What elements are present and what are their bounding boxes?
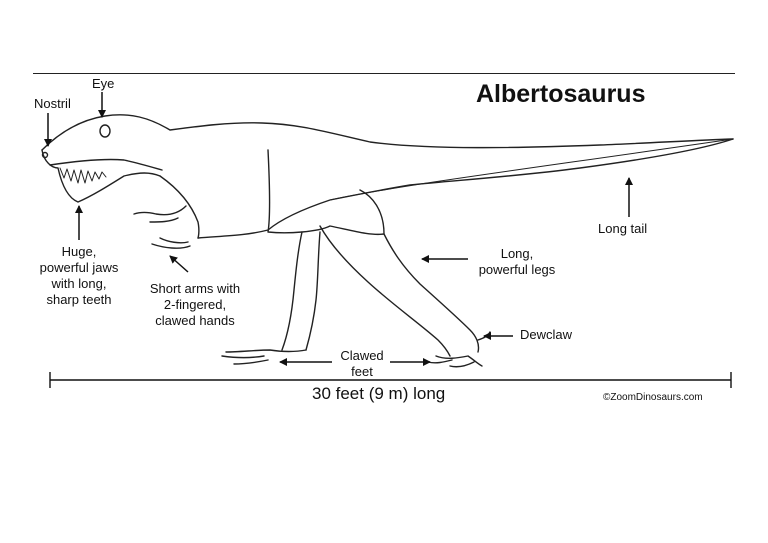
arm (133, 205, 191, 249)
thigh (267, 149, 385, 236)
label-feet: Clawed feet (332, 348, 392, 380)
near-leg (319, 225, 480, 357)
label-eye: Eye (92, 76, 115, 91)
label-dewclaw: Dewclaw (520, 327, 573, 342)
length-label: 30 feet (9 m) long (312, 384, 446, 403)
label-feet-line: Clawed (340, 348, 384, 363)
label-legs-line: Long, (500, 246, 534, 261)
label-jaws-line: sharp teeth (46, 292, 112, 307)
label-legs: Long, powerful legs (466, 246, 568, 278)
top-rule (33, 73, 735, 74)
lower-jaw (41, 149, 161, 203)
label-tail: Long tail (598, 221, 648, 236)
label-jaws-line: powerful jaws (39, 260, 119, 275)
nostril (41, 151, 49, 159)
far-leg (281, 231, 321, 351)
tail-spine (329, 138, 734, 201)
label-nostril: Nostril (34, 96, 71, 111)
copyright: ©ZoomDinosaurs.com (603, 392, 703, 403)
label-arms-line: Short arms with (149, 281, 241, 296)
label-jaws-line: with long, (51, 276, 107, 291)
upper-jaw (49, 158, 163, 171)
eye (99, 124, 111, 138)
label-jaws: Huge, powerful jaws with long, sharp tee… (30, 244, 128, 308)
label-arms-line: clawed hands (155, 313, 235, 328)
tail-underside (197, 138, 734, 239)
teeth (59, 167, 107, 184)
near-foot (427, 355, 483, 368)
diagram-title: Albertosaurus (476, 80, 646, 108)
label-arms-line: 2-fingered, (163, 297, 227, 312)
label-jaws-line: Huge, (61, 244, 97, 259)
label-arms: Short arms with 2-fingered, clawed hands (138, 281, 252, 329)
label-legs-line: powerful legs (478, 262, 556, 277)
body-outline (41, 114, 734, 151)
neck (159, 175, 200, 239)
label-feet-line: feet (351, 364, 373, 379)
far-foot (221, 349, 307, 365)
